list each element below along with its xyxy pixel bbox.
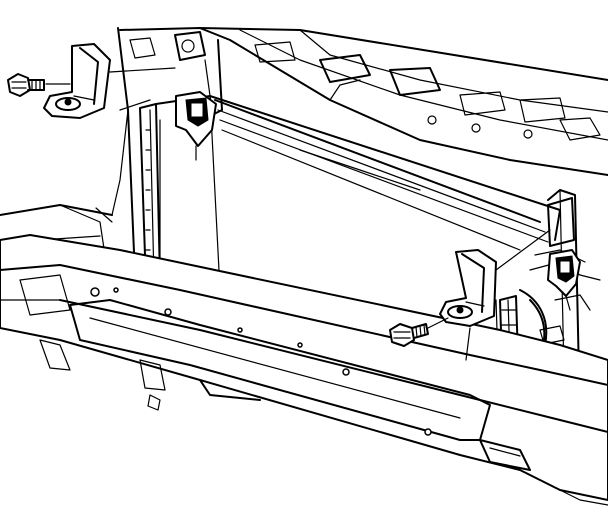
lower-right-bolt	[389, 317, 449, 347]
upper-left-mounting-bracket	[43, 43, 176, 119]
retainer-clip-icon	[555, 255, 575, 283]
upper-clip-callout	[175, 91, 217, 161]
hex-flange-bolt-icon	[389, 323, 429, 347]
lower-right-mounting-bracket	[439, 229, 551, 361]
retainer-clip-icon	[185, 97, 209, 127]
hex-flange-bolt-icon	[7, 73, 45, 97]
radiator-right-tank-upper	[547, 197, 575, 247]
front-bumper-impact-bar	[0, 234, 608, 506]
upper-left-bolt	[7, 73, 71, 97]
lower-clip-callout	[547, 249, 581, 311]
upper-radiator-support	[119, 27, 608, 176]
